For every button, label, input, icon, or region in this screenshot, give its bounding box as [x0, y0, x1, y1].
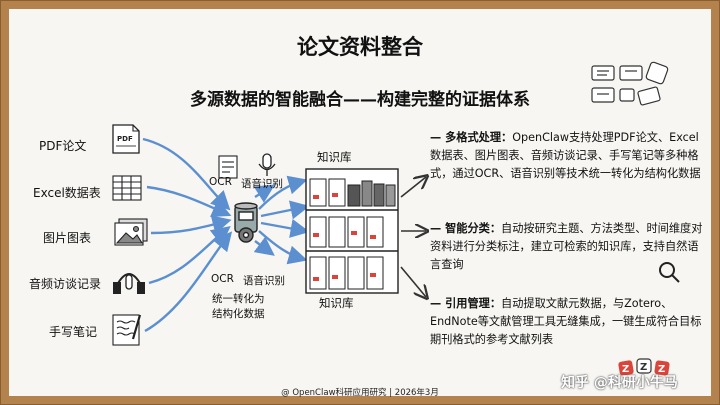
page-title: 论文资料整合 [297, 35, 423, 59]
source-label-excel: Excel数据表 [33, 186, 101, 200]
watermark: 知乎 @科研小牛马 [561, 375, 678, 391]
unify-label-line2: 结构化数据 [212, 308, 265, 320]
headphones-icon [113, 273, 145, 294]
input-flow-arrows [142, 137, 233, 333]
unify-label-line1: 统一转化为 [212, 293, 265, 305]
source-label-image: 图片图表 [43, 231, 92, 245]
svg-text:PDF: PDF [117, 135, 133, 143]
card-icon [591, 87, 615, 103]
card-icon [619, 88, 635, 102]
speech-label-top: 语音识别 [241, 178, 283, 190]
feature-heading: 引用管理： [445, 297, 502, 310]
feature-body: 自动按研究主题、方法类型、时间维度对资料进行分类标注，建立可检索的知识库，支持自… [430, 222, 703, 271]
feature-bullet: — [430, 297, 446, 310]
library-label-bottom: 知识库 [319, 296, 354, 310]
feature-bullet: — [430, 222, 446, 235]
pdf-document-icon: PDF [112, 124, 140, 154]
image-icon [114, 218, 148, 246]
ocr-label-top: OCR [209, 176, 232, 188]
magnifier-icon [659, 262, 680, 283]
footer-credit: @ OpenClaw科研应用研究 | 2026年3月 [281, 388, 439, 398]
hub-output-arrows [253, 175, 310, 265]
speech-label-bottom: 语音识别 [243, 275, 285, 287]
feature-heading: 多格式处理： [445, 131, 513, 144]
feature-body: OpenClaw支持处理PDF论文、Excel数据表、图片图表、音频访谈记录、手… [430, 131, 701, 180]
library-label-top: 知识库 [317, 150, 352, 164]
feature-citation: — 引用管理：自动提取文献元数据，与Zotero、EndNote等文献管理工具无… [430, 295, 705, 349]
header-decoration-icons [591, 61, 669, 106]
output-arrows [400, 177, 426, 297]
feature-bullet: — [430, 131, 446, 144]
microphone-icon [258, 153, 276, 176]
svg-text:Z: Z [640, 362, 647, 373]
card-icon [591, 65, 615, 81]
processing-hub-icon [234, 202, 258, 243]
svg-text:Z: Z [622, 364, 629, 375]
svg-text:Z: Z [658, 364, 665, 375]
source-label-audio: 音频访谈记录 [29, 277, 102, 291]
feature-classification: — 智能分类：自动按研究主题、方法类型、时间维度对资料进行分类标注，建立可检索的… [430, 220, 705, 274]
page-subtitle: 多源数据的智能融合——构建完整的证据体系 [190, 90, 530, 110]
ocr-label-bottom: OCR [211, 273, 234, 285]
feature-multiformat: — 多格式处理：OpenClaw支持处理PDF论文、Excel数据表、图片图表、… [430, 129, 705, 183]
tag-icon [645, 61, 669, 85]
diagram-canvas: PDF [112, 61, 680, 376]
source-label-handwritten: 手写笔记 [49, 325, 98, 339]
feature-heading: 智能分类： [445, 222, 502, 235]
citation-tool-icons: Z Z Z [618, 358, 670, 376]
feature-body: 自动提取文献元数据，与Zotero、EndNote等文献管理工具无缝集成，一键生… [430, 297, 702, 346]
ocr-document-icon [218, 155, 238, 179]
handwritten-note-icon [112, 314, 142, 346]
source-label-pdf: PDF论文 [39, 139, 87, 153]
card-icon [619, 65, 643, 81]
label-icon [637, 86, 661, 106]
library-red-markers [313, 193, 376, 281]
library-documents [309, 178, 396, 290]
spreadsheet-icon [112, 175, 142, 201]
